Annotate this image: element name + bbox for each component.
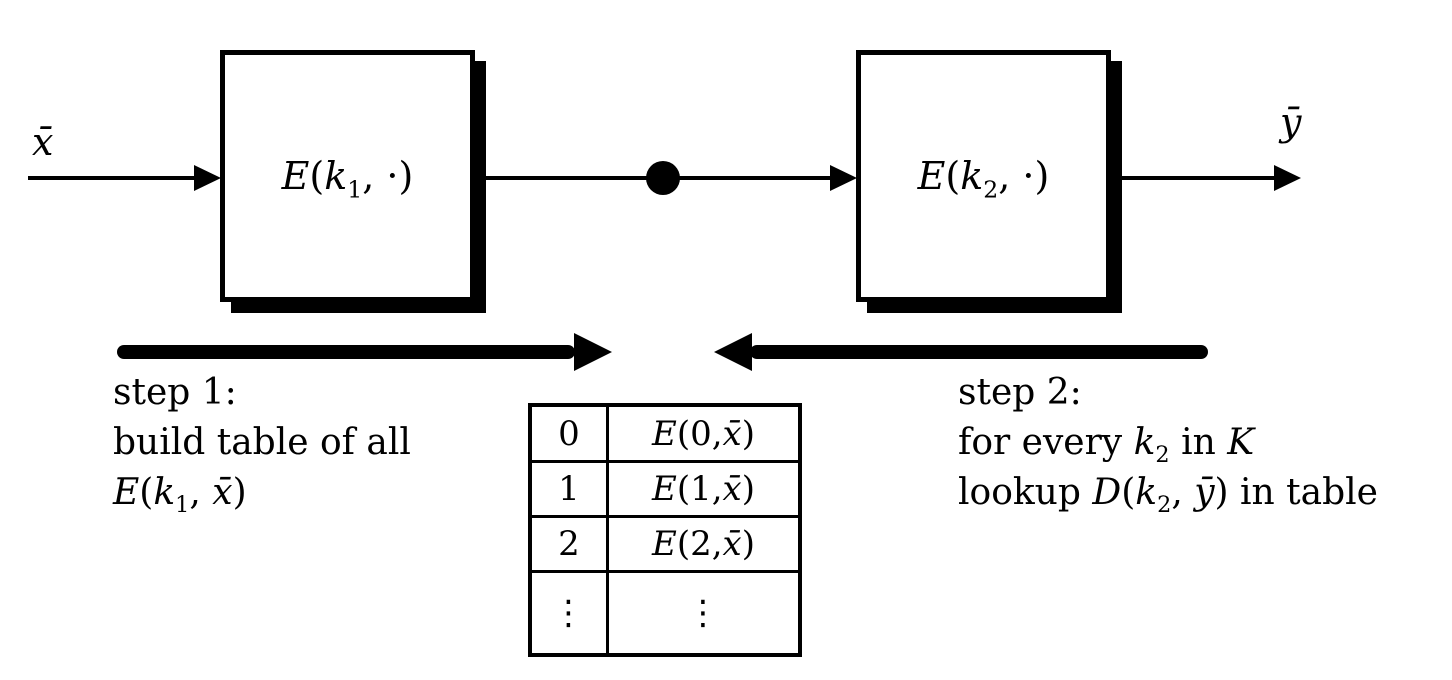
input-label-xbar: x̄ (32, 120, 54, 164)
middle-arrowhead-icon (830, 165, 857, 191)
step2-line1: step 2: (958, 372, 1082, 413)
table-row-1-key: 1 (532, 460, 606, 515)
step2-line3: lookup D(k2, ȳ) in table (958, 472, 1378, 519)
output-label-ybar: ȳ (1280, 100, 1302, 144)
input-wire (28, 176, 196, 180)
step1-arrowhead-icon (574, 333, 612, 371)
step1-arrow-shaft (117, 345, 575, 359)
table-row-2-key: 2 (532, 515, 606, 570)
output-wire (1111, 176, 1277, 180)
table-row-1-value: E(1, x̄) (606, 460, 798, 515)
step2-arrowhead-icon (714, 333, 752, 371)
encryption-box-1-label: E(k1, ·) (281, 154, 414, 204)
step2-arrow-shaft (750, 345, 1208, 359)
table-row-0-key: 0 (558, 413, 580, 454)
table-row-dots-value: ⋮ (606, 570, 798, 653)
table-row-2-value: E(2, x̄) (606, 515, 798, 570)
encryption-box-2-label: E(k2, ·) (917, 154, 1050, 204)
step1-line2: build table of all (113, 422, 411, 463)
step2-caption: step 2: for every k2 in K lookup D(k2, ȳ… (958, 368, 1378, 518)
input-arrowhead-icon (194, 165, 221, 191)
step1-line1: step 1: (113, 372, 237, 413)
table-row-0-value: E(0, x̄) (606, 407, 798, 460)
encryption-box-1: E(k1, ·) (220, 50, 475, 302)
lookup-table: 0 E(0, x̄) 1 E(1, x̄) 2 E(2, x̄) ⋮ ⋮ (528, 403, 802, 657)
step1-caption: step 1: build table of all E(k1, x̄) (113, 368, 411, 518)
step1-line3: E(k1, x̄) (113, 472, 247, 519)
table-row-dots-key: ⋮ (532, 570, 606, 653)
step2-line2: for every k2 in K (958, 422, 1255, 469)
output-arrowhead-icon (1274, 165, 1301, 191)
encryption-box-2: E(k2, ·) (856, 50, 1111, 302)
junction-dot-icon (646, 161, 680, 195)
